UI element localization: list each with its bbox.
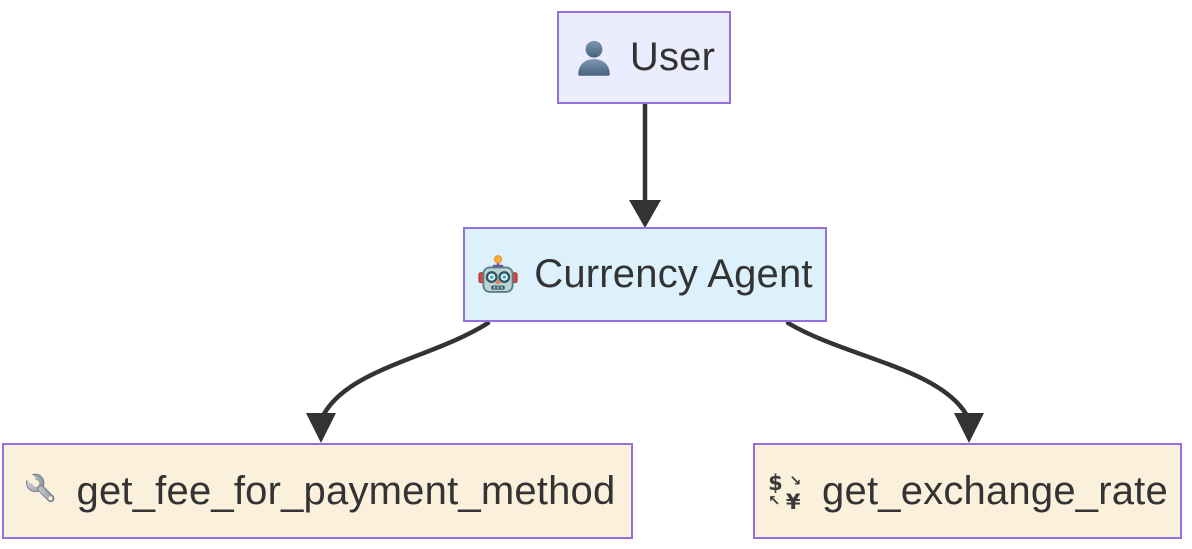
edge-agent-to-fee — [321, 320, 491, 417]
node-user-label: User — [629, 35, 716, 79]
currency-yen-glyph: ¥ — [786, 489, 801, 511]
arrowhead-agent-to-rate — [954, 413, 984, 443]
currency-dollar-glyph: $ — [768, 471, 783, 495]
currency-arrow-up-left-glyph: ↖ — [768, 493, 780, 509]
person-icon — [573, 37, 615, 79]
node-currency-agent-label: Currency Agent — [534, 252, 813, 296]
node-get-fee-label: get_fee_for_payment_method — [76, 468, 616, 513]
currency-exchange-icon: $ ¥ ↘ ↖ — [767, 471, 807, 511]
node-user: User — [557, 11, 731, 104]
edge-agent-to-rate — [785, 320, 969, 417]
node-get-exchange-rate: $ ¥ ↘ ↖ get_exchange_rate — [753, 443, 1182, 539]
currency-arrow-down-right-glyph: ↘ — [789, 473, 801, 489]
arrowhead-agent-to-fee — [306, 413, 336, 443]
robot-icon — [477, 254, 519, 296]
node-currency-agent: Currency Agent — [463, 227, 827, 322]
node-get-exchange-rate-label: get_exchange_rate — [822, 468, 1168, 513]
arrowhead-user-to-agent — [629, 200, 661, 228]
node-get-fee-for-payment-method: get_fee_for_payment_method — [2, 443, 633, 539]
wrench-icon — [20, 470, 62, 512]
